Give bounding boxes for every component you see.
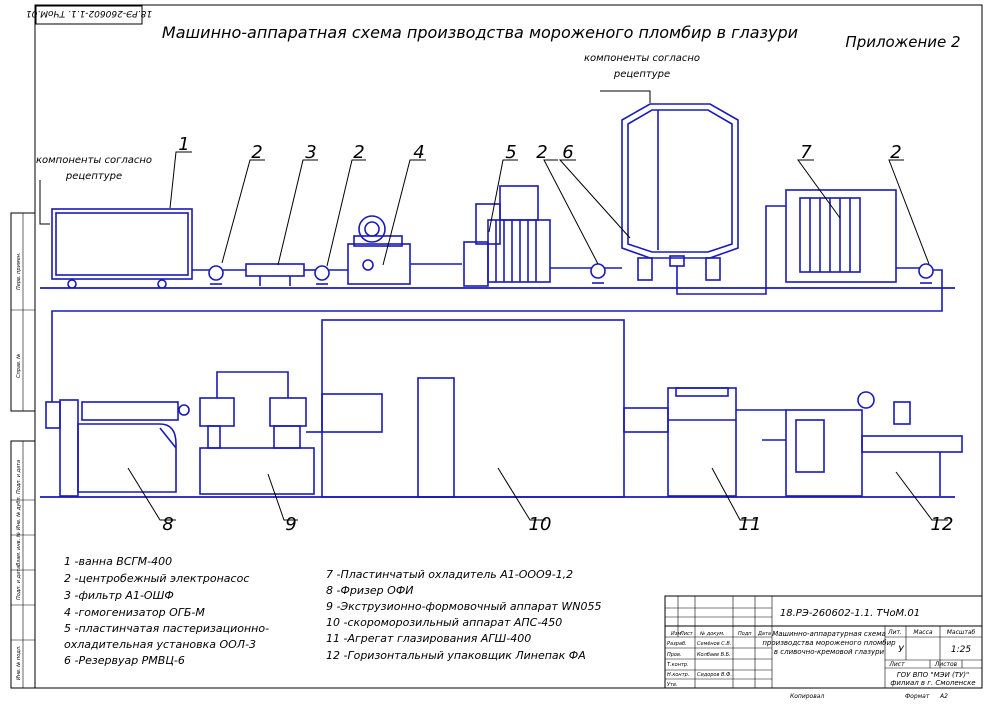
- tb-row-change: Изм: [671, 631, 681, 637]
- tb-name-2: Колбаев В.Б.: [697, 652, 731, 658]
- diagram-title: Машинно-аппаратная схема производства мо…: [162, 23, 798, 42]
- doc-code-rotated-box: [35, 5, 143, 25]
- callout-1: 1: [178, 134, 189, 155]
- equipment-extruder-9: [199, 371, 322, 495]
- stamp-inv-orig: Инв. № подл.: [16, 646, 22, 681]
- titleblock-name-1: Машинно-аппаратурная схема: [772, 630, 886, 638]
- svg-text:7 -Пластинчатый охладитель А1-: 7 -Пластинчатый охладитель А1-ООО9-1,2: [326, 568, 573, 581]
- legend-left: 1 -ванна ВСГМ-400 2 -центробежный электр…: [64, 555, 269, 667]
- annotation-left-1: компоненты согласно: [36, 155, 152, 166]
- tb-row-developed: Разраб.: [667, 641, 687, 647]
- callout-2c: 2: [536, 142, 547, 163]
- equipment-quick-freezer-10: [321, 319, 669, 498]
- svg-text:охладительная установка ООЛ-3: охладительная установка ООЛ-3: [64, 638, 256, 651]
- titleblock-sheet-label: Лист: [888, 661, 905, 668]
- equipment-glazing-11: [667, 387, 786, 497]
- stamp-sign-date-2: Подп. и дата: [16, 566, 22, 600]
- titleblock-lit: У: [898, 645, 904, 655]
- title-block: [664, 595, 983, 689]
- pump-2: [314, 265, 330, 285]
- callout-2b: 2: [353, 142, 364, 163]
- tb-format: А2: [939, 693, 948, 700]
- callout-8: 8: [162, 514, 173, 535]
- tb-row-tcontrol: Т.контр.: [667, 662, 689, 668]
- callout-6: 6: [562, 142, 573, 163]
- callout-4: 4: [413, 142, 424, 163]
- pump-4: [918, 263, 934, 284]
- tb-name-3: Сидоров В.Ф.: [697, 672, 732, 678]
- stamp-replace-inv: Взам. инв. №: [16, 532, 22, 566]
- equipment-tank-6: [604, 103, 786, 295]
- tb-copied: Копировал: [790, 693, 824, 700]
- drawing-frame: [34, 4, 983, 689]
- appendix-label: Приложение 2: [845, 33, 960, 51]
- stamp-inv-dup: Инв. № дубл.: [16, 496, 22, 530]
- callout-7: 7: [800, 142, 812, 163]
- tb-row-sign: Подп: [738, 631, 752, 637]
- titleblock-org-1: ГОУ ВПО "МЭИ (ТУ)": [897, 671, 970, 679]
- callout-12: 12: [931, 514, 954, 535]
- titleblock-sheets-label: Листов: [934, 661, 958, 668]
- stamp-first-use: Перв. примен.: [16, 252, 22, 290]
- callout-5: 5: [505, 142, 516, 163]
- tb-format-label: Формат: [905, 693, 930, 700]
- equipment-cooler-7: [785, 189, 920, 283]
- callout-2d: 2: [890, 142, 901, 163]
- pump-1: [208, 265, 224, 285]
- doc-code-rotated: 18.РЭ-260602-1.1. ТЧоМ.01: [26, 8, 152, 18]
- svg-text:2 -центробежный электронасос: 2 -центробежный электронасос: [64, 572, 249, 585]
- equipment-homogenizer-4: [329, 215, 462, 285]
- tb-row-date: Дата: [757, 631, 771, 637]
- tb-row-ncontrol: Н.контр.: [667, 672, 689, 678]
- svg-text:1 -ванна ВСГМ-400: 1 -ванна ВСГМ-400: [64, 555, 172, 568]
- side-stamp: Перв. примен. Справ. № Подп. и дата Инв.…: [10, 212, 36, 689]
- tb-row-docno: № докум.: [699, 631, 725, 637]
- stamp-ref-no: Справ. №: [16, 354, 22, 378]
- titleblock-lit-label: Лит.: [887, 629, 902, 636]
- svg-text:12 -Горизонтальный упаковщик Л: 12 -Горизонтальный упаковщик Линепак ФА: [326, 649, 586, 662]
- tb-name-1: Семёнов С.В.: [697, 641, 731, 647]
- leader-lines: [127, 151, 948, 521]
- filter-3: [223, 263, 316, 286]
- svg-text:9 -Экструзионно-формовочный ап: 9 -Экструзионно-формовочный аппарат WN05…: [326, 600, 602, 613]
- titleblock-scale: 1:25: [951, 645, 971, 655]
- callout-2a: 2: [251, 142, 262, 163]
- callout-9: 9: [285, 514, 296, 535]
- callout-11: 11: [739, 514, 762, 535]
- svg-text:8 -Фризер ОФИ: 8 -Фризер ОФИ: [326, 584, 414, 597]
- pump-3: [590, 263, 606, 284]
- svg-text:11 -Агрегат глазирования АГШ-4: 11 -Агрегат глазирования АГШ-400: [326, 632, 531, 645]
- annotation-left-2: рецептуре: [65, 171, 122, 182]
- titleblock-scale-label: Масштаб: [947, 629, 976, 636]
- tb-row-sheet: Лист: [679, 631, 694, 637]
- equipment-pasteurizer-5: [463, 185, 592, 287]
- equipment-freezer-8: [45, 399, 190, 497]
- svg-text:4 -гомогенизатор ОГБ-М: 4 -гомогенизатор ОГБ-М: [64, 606, 205, 619]
- titleblock-name-2: производства мороженого пломбир: [762, 639, 896, 647]
- tb-row-checked: Пров.: [667, 652, 682, 658]
- callout-10: 10: [529, 514, 552, 535]
- callout-3: 3: [305, 142, 316, 163]
- equipment-packer-12: [762, 391, 963, 497]
- annotation-top-2: рецептуре: [613, 69, 670, 80]
- titleblock-name-3: в сливочно-кремовой глазури: [774, 648, 885, 656]
- legend-right: 7 -Пластинчатый охладитель А1-ООО9-1,2 8…: [326, 568, 602, 662]
- titleblock-code: 18.РЭ-260602-1.1. ТЧоМ.01: [780, 608, 920, 619]
- titleblock-org-2: филиал в г. Смоленске: [890, 679, 975, 687]
- stamp-sign-date-1: Подп. и дата: [16, 460, 22, 494]
- svg-text:10 -скороморозильный аппарат А: 10 -скороморозильный аппарат АПС-450: [326, 616, 562, 629]
- tb-row-approved: Утв.: [667, 682, 678, 688]
- svg-text:5 -пластинчатая пастеризационн: 5 -пластинчатая пастеризационно-: [64, 622, 269, 635]
- annotation-top-1: компоненты согласно: [584, 53, 700, 64]
- svg-text:6 -Резервуар РМВЦ-6: 6 -Резервуар РМВЦ-6: [64, 654, 185, 667]
- svg-text:3 -фильтр А1-ОШФ: 3 -фильтр А1-ОШФ: [64, 589, 174, 602]
- pipe-to-freezer: [51, 269, 943, 402]
- equipment-bath-1: [51, 208, 210, 289]
- titleblock-mass-label: Масса: [913, 629, 932, 636]
